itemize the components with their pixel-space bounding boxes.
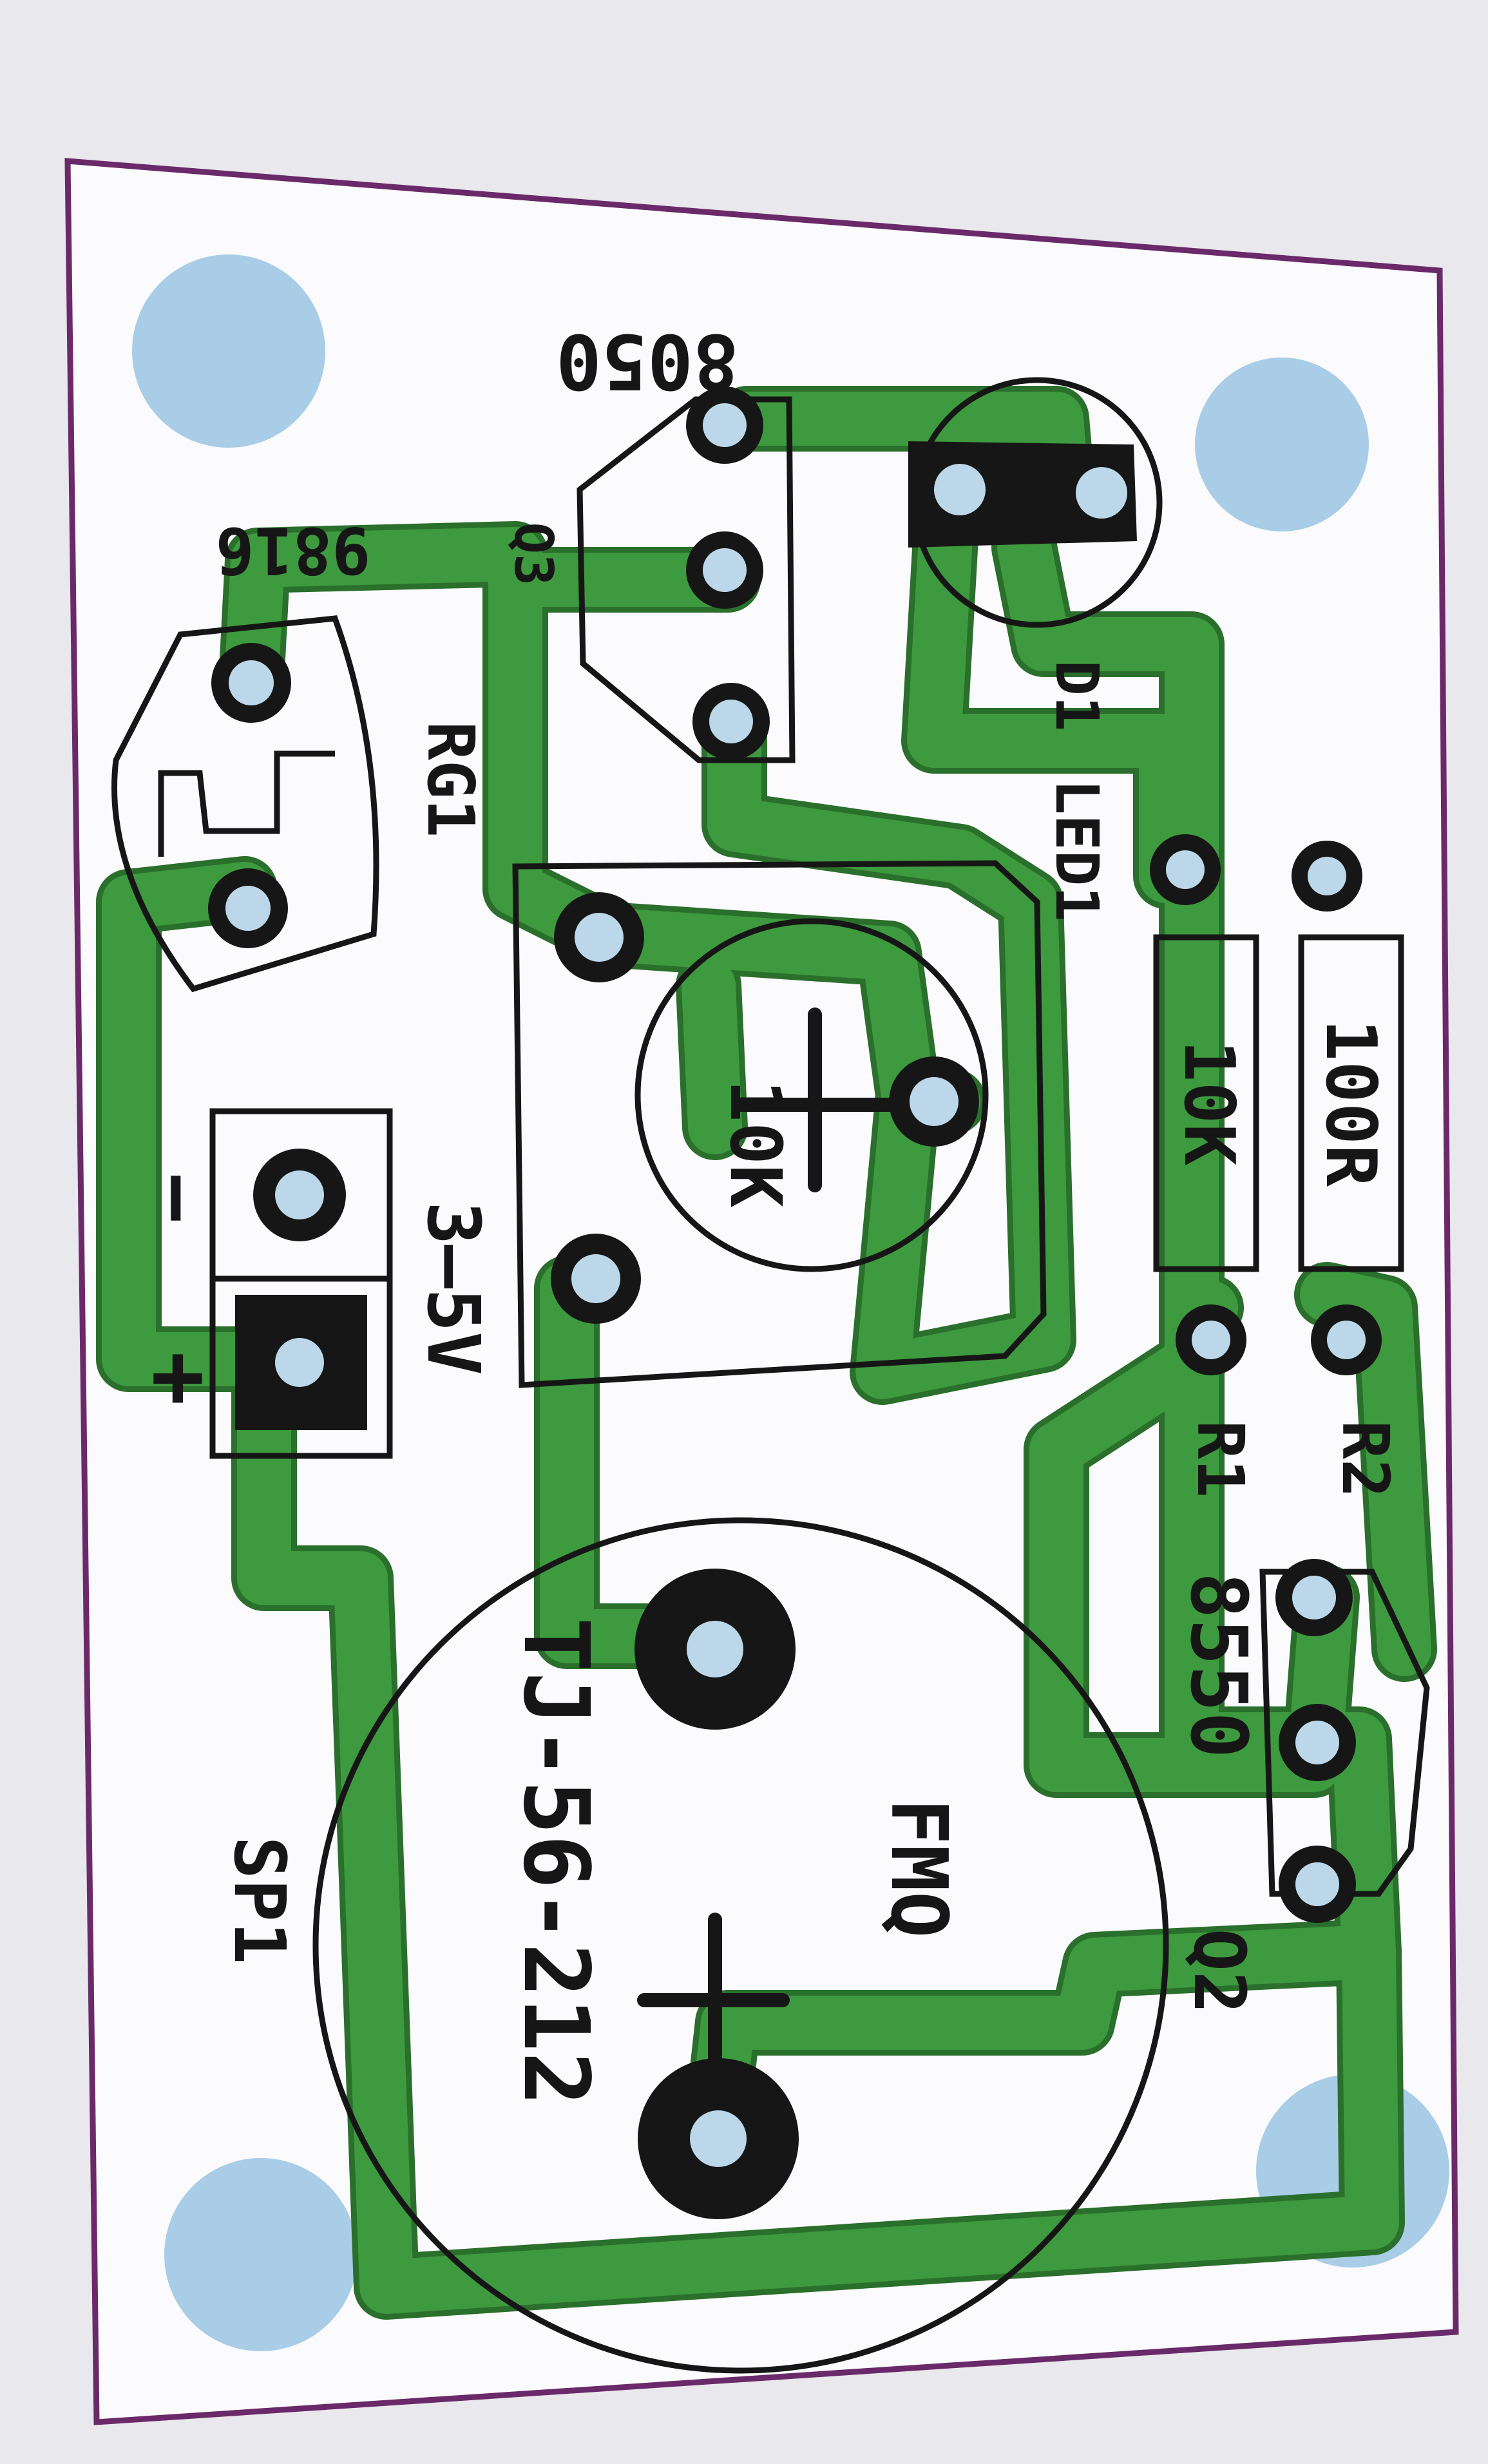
led1-label: LED1 (1042, 779, 1111, 922)
pot-pad-1 (554, 892, 644, 982)
r1-ref-label: R1 (1183, 1420, 1258, 1498)
buzzer-pad-2 (638, 2058, 799, 2219)
q2-pad-1 (1275, 1559, 1353, 1636)
mounting-hole-top-left (132, 254, 325, 448)
q2-part-label: 8550 (1173, 1572, 1263, 1759)
q3-part-label: 8050 (556, 317, 739, 406)
rg1-pad-2 (208, 868, 288, 948)
d1-pads (908, 441, 1137, 548)
pot-dial (634, 918, 989, 1272)
r2-ref-label: R2 (1328, 1420, 1403, 1498)
q2-ref-label: Q2 (1178, 1929, 1261, 2014)
power-minus-label: − (129, 1173, 227, 1223)
q3-pad-2 (686, 531, 763, 609)
sp1-label: SP1 (218, 1837, 301, 1965)
q2-pad-3 (1279, 1846, 1356, 1923)
d1-pad-anode-hole (934, 464, 986, 515)
r2-pad-top (1292, 841, 1362, 912)
gr-part-label: 9816 (216, 513, 371, 588)
d1-label: D1 (1042, 660, 1111, 732)
pot-pad-2 (889, 1056, 979, 1147)
voltage-label: 3–5V (411, 1201, 495, 1375)
q2-pad-2 (1279, 1704, 1356, 1781)
rg1-pad-1 (211, 643, 291, 723)
power-minus-pad (253, 1149, 346, 1241)
mounting-hole-top-right (1195, 358, 1369, 531)
rg1-label: RG1 (413, 721, 488, 838)
pot-outline (512, 860, 1047, 1388)
silkscreen-text: 8050 Q3 9816 RG1 D1 LED1 10K 100R R1 R2 … (128, 317, 1403, 2106)
q3-outline (577, 396, 796, 763)
r2-body (1298, 934, 1404, 1272)
r1-body (1153, 934, 1259, 1272)
silkscreen-outlines (111, 377, 1430, 2374)
component-pads (208, 387, 1382, 2219)
mounting-hole-bottom-left (164, 2158, 358, 2351)
q3-pad-3 (692, 683, 770, 760)
buzzer-outline (312, 1517, 1169, 2374)
power-plus-label: + (128, 1351, 233, 1406)
r2-value-label: 100R (1310, 1019, 1391, 1187)
rg1-meander (158, 750, 335, 857)
buzzer-part-label: TJ-56-212 (503, 1618, 608, 2106)
r1-value-label: 10K (1168, 1040, 1249, 1165)
polarity-marks (637, 1008, 896, 2088)
r2-pad-bottom (1311, 1304, 1382, 1375)
d1-pad-cathode-hole (1076, 467, 1127, 519)
q3-ref-label: Q3 (502, 522, 564, 586)
buzzer-pad-1 (634, 1569, 796, 1730)
rg1-outline (111, 615, 379, 993)
pot-pad-3 (551, 1234, 641, 1324)
power-plus-pad (275, 1338, 324, 1387)
r1-pad-top (1150, 834, 1221, 905)
power-connector-outline (209, 1108, 393, 1459)
fmq-label: FMQ (873, 1799, 963, 1938)
q3-pad-1 (686, 387, 763, 464)
copper-traces (96, 386, 1437, 2320)
r1-pad-bottom (1176, 1304, 1246, 1375)
pot-value-label: 10K (714, 1080, 797, 1208)
q2-outline (1259, 1569, 1430, 1897)
